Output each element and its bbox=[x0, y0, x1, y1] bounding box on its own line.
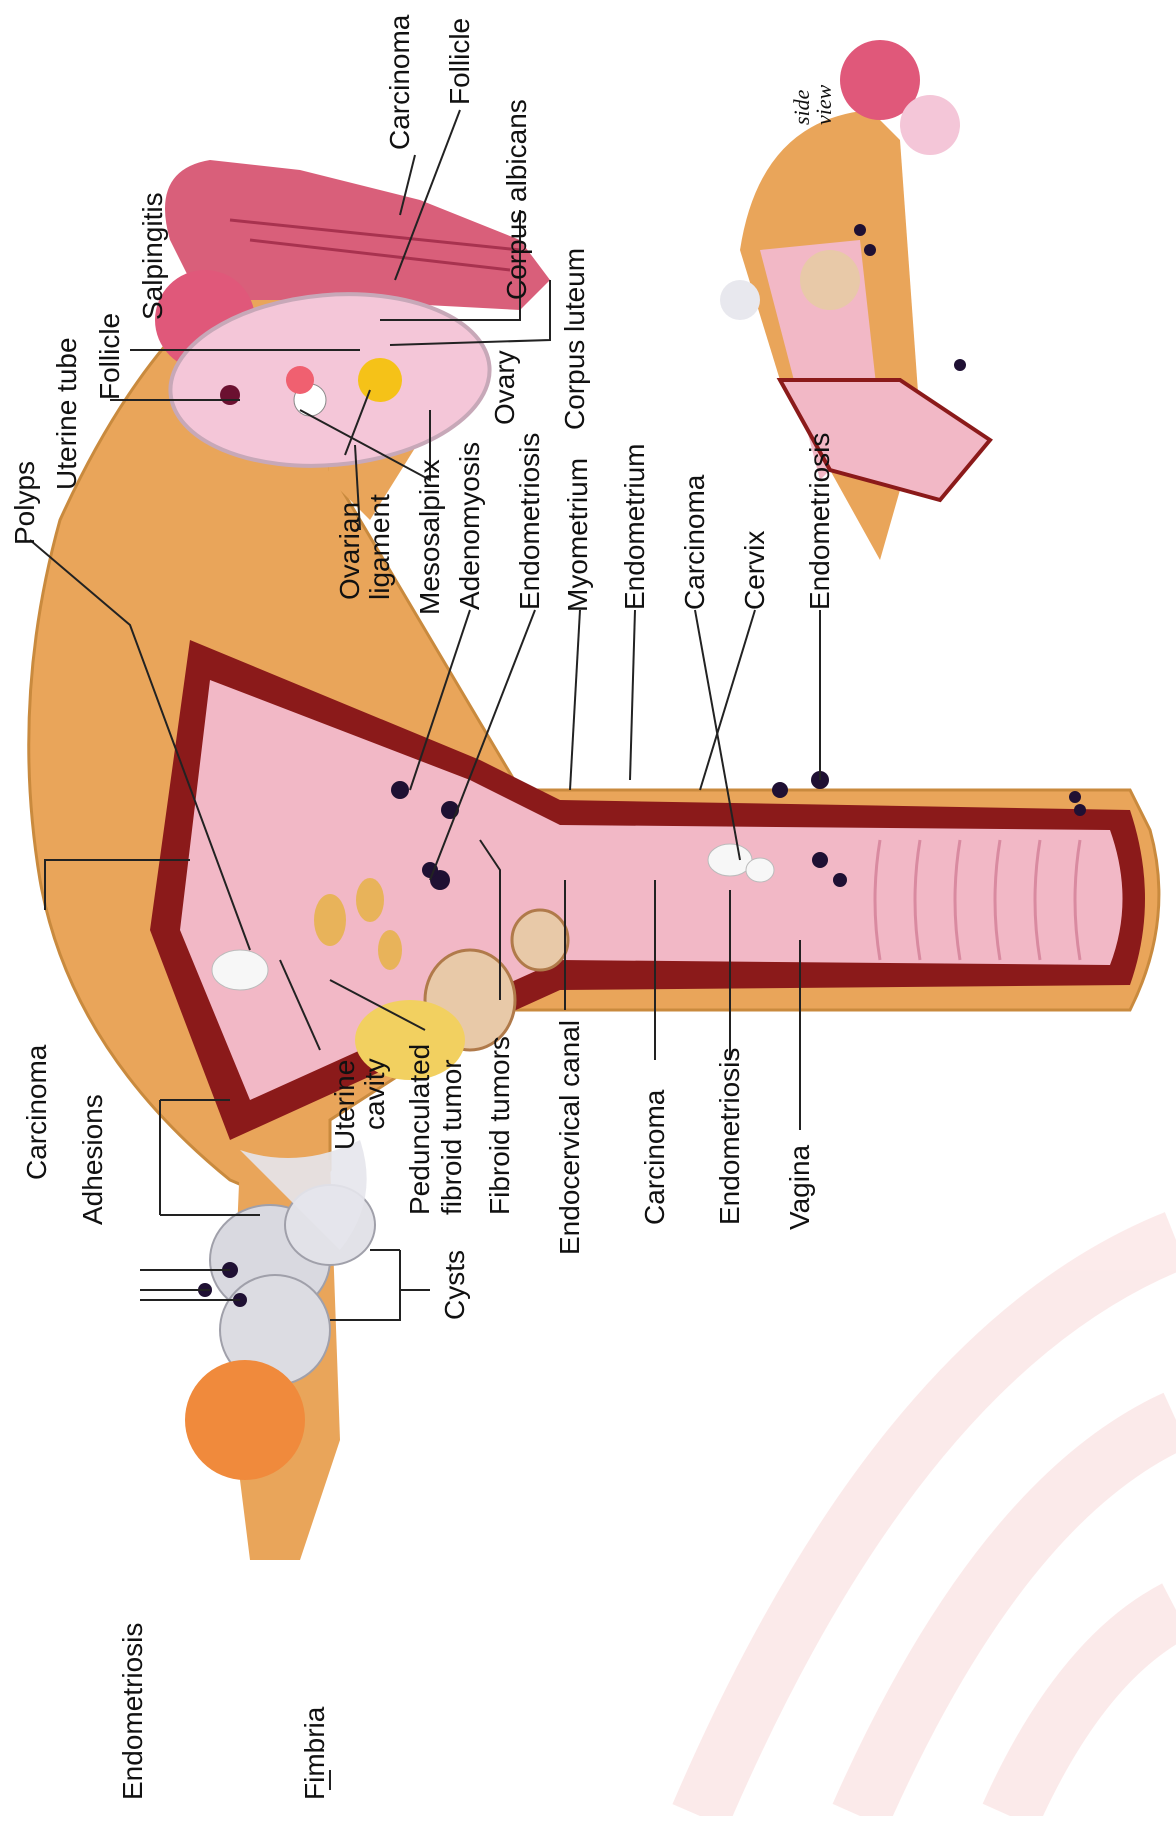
label-endometriosis-outer: Endometriosis bbox=[805, 433, 835, 610]
label-salpingitis: Salpingitis bbox=[138, 192, 168, 320]
label-uterine-cavity-1: Uterine bbox=[330, 1060, 360, 1150]
label-cervix: Cervix bbox=[740, 531, 770, 610]
label-cysts: Cysts bbox=[440, 1250, 470, 1320]
label-follicle-top: Follicle bbox=[445, 18, 475, 105]
label-fimbria: Fimbria bbox=[300, 1707, 330, 1800]
label-endometriosis-left: Endometriosis bbox=[118, 1623, 148, 1800]
label-ovarian-ligament-2: ligament bbox=[365, 494, 395, 600]
label-carcinoma-fundus: Carcinoma bbox=[22, 1045, 52, 1180]
label-uterine-tube: Uterine tube bbox=[52, 337, 82, 490]
watermark-arcs bbox=[700, 1240, 1176, 1816]
label-endometriosis-wall: Endometriosis bbox=[515, 433, 545, 610]
label-mesosalpinx: Mesosalpinx bbox=[415, 459, 445, 615]
label-fibroid-tumors: Fibroid tumors bbox=[485, 1036, 515, 1215]
label-myometrium: Myometrium bbox=[563, 458, 593, 612]
label-carcinoma-cervix: Carcinoma bbox=[680, 475, 710, 610]
label-uterine-cavity-2: cavity bbox=[360, 1058, 390, 1130]
label-ovary: Ovary bbox=[490, 350, 520, 425]
side-view-model bbox=[720, 40, 990, 560]
label-adenomyosis: Adenomyosis bbox=[455, 442, 485, 610]
fimbria-left bbox=[185, 1360, 305, 1480]
label-endometrium: Endometrium bbox=[620, 443, 650, 610]
label-pedunculated-1: Pedunculated bbox=[405, 1044, 435, 1215]
label-carcinoma-lower: Carcinoma bbox=[640, 1090, 670, 1225]
label-adhesions: Adhesions bbox=[78, 1094, 108, 1225]
label-corpus-luteum-top: Corpus luteum bbox=[560, 248, 590, 430]
label-pedunculated-2: fibroid tumor bbox=[437, 1059, 467, 1215]
label-follicle-left: Follicle bbox=[95, 313, 125, 400]
label-endometriosis-lower: Endometriosis bbox=[715, 1048, 745, 1225]
label-endocervical-canal: Endocervical canal bbox=[555, 1020, 585, 1255]
label-carcinoma-ovary: Carcinoma bbox=[385, 15, 415, 150]
label-corpus-albicans: Corpus albicans bbox=[502, 99, 532, 300]
label-polyps: Polyps bbox=[10, 461, 40, 545]
label-vagina: Vagina bbox=[785, 1145, 815, 1230]
label-ovarian-ligament-1: Ovarian bbox=[335, 502, 365, 600]
label-side-view-2: view bbox=[812, 85, 836, 125]
